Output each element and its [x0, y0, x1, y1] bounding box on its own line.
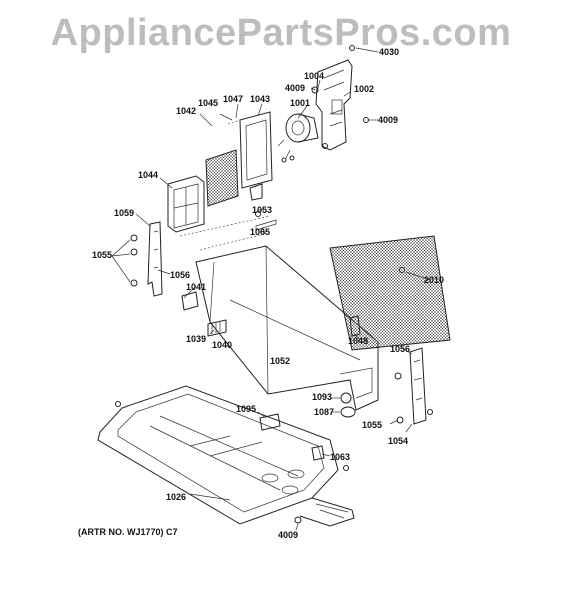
label-4030: 4030 — [379, 47, 399, 57]
mesh-panel-2010 — [329, 235, 451, 351]
label-1026: 1026 — [166, 492, 186, 502]
label-1001: 1001 — [290, 98, 310, 108]
label-1041: 1041 — [186, 282, 206, 292]
clip-1063 — [311, 445, 325, 461]
label-1004: 1004 — [304, 71, 324, 81]
bracket-1053 — [249, 183, 277, 231]
side-bracket-1059 — [130, 221, 163, 297]
label-1056-right: 1056 — [390, 344, 410, 354]
label-1044: 1044 — [138, 170, 158, 180]
label-1055-left: 1055 — [92, 250, 112, 260]
label-4009-right: 4009 — [378, 115, 398, 125]
label-1045: 1045 — [198, 98, 218, 108]
side-bracket-1054 — [394, 347, 433, 425]
label-1042: 1042 — [176, 106, 196, 116]
part-labels: 4030 1004 4009 1002 1001 4009 1047 1045 … — [92, 47, 444, 540]
motor-1001 — [277, 113, 319, 159]
motor-bracket-1002 — [315, 59, 353, 151]
bracket-1095 — [259, 413, 281, 431]
label-2010: 2010 — [424, 275, 444, 285]
base-pan-1026 — [97, 385, 355, 527]
watermark-logo: AppliancePartsPros.com — [50, 12, 512, 54]
label-1002: 1002 — [354, 84, 374, 94]
label-1053: 1053 — [252, 205, 272, 215]
main-panel-1052 — [179, 215, 379, 411]
label-1052: 1052 — [270, 356, 290, 366]
label-1093: 1093 — [312, 392, 332, 402]
label-1095: 1095 — [236, 404, 256, 414]
clip-1048 — [349, 315, 361, 337]
label-1039: 1039 — [186, 334, 206, 344]
label-1047: 1047 — [223, 94, 243, 104]
relay-1041 — [181, 291, 199, 311]
label-4009-top: 4009 — [285, 83, 305, 93]
mesh-screen-1042 — [205, 149, 239, 207]
label-4009-bottom: 4009 — [278, 530, 298, 540]
label-1043: 1043 — [250, 94, 270, 104]
leader-lines — [111, 47, 431, 531]
filter-frame-1043 — [227, 111, 273, 189]
knobs-1093-1087 — [340, 392, 356, 418]
grille-1044 — [167, 175, 205, 233]
reference-note: (ARTR NO. WJ1770) C7 — [78, 527, 178, 537]
label-1055-right: 1055 — [362, 420, 382, 430]
label-1087: 1087 — [314, 407, 334, 417]
label-1054: 1054 — [388, 436, 408, 446]
label-1065: 1065 — [250, 227, 270, 237]
label-1056-left: 1056 — [170, 270, 190, 280]
label-1040: 1040 — [212, 340, 232, 350]
label-1059: 1059 — [114, 208, 134, 218]
label-1063: 1063 — [330, 452, 350, 462]
label-1048: 1048 — [348, 336, 368, 346]
